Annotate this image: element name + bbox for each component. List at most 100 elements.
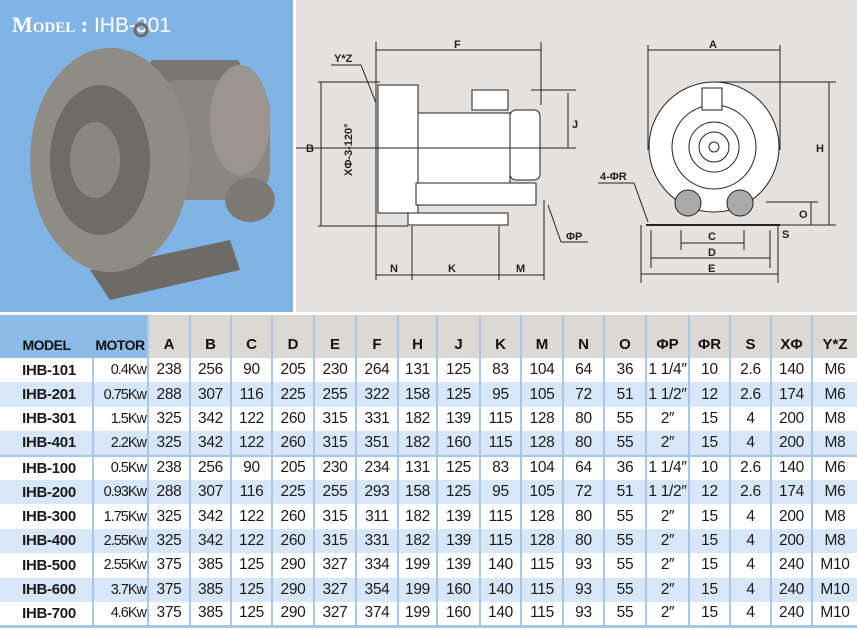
dimension-cell: 342	[189, 504, 231, 529]
dimension-cell: 200	[770, 406, 812, 432]
dimension-cell: M8	[811, 406, 857, 432]
dimension-cell: 122	[230, 504, 272, 529]
dimension-cell: 1 1/4″	[645, 454, 689, 480]
dimension-cell: 230	[313, 454, 356, 480]
dimension-cell: 293	[355, 479, 398, 505]
dimension-cell: 315	[313, 528, 356, 554]
dimension-cell: 334	[355, 553, 398, 578]
dimension-cell: 125	[230, 553, 272, 578]
dimension-cell: 290	[271, 553, 314, 578]
dimension-cell: 375	[147, 553, 190, 578]
dimension-cell: 115	[520, 577, 563, 602]
dimension-cell: 288	[147, 382, 190, 407]
dimension-cell: 374	[355, 601, 398, 628]
dimension-cell: 140	[479, 577, 521, 602]
dimension-cell: 122	[230, 528, 272, 554]
dimension-cell: 51	[603, 479, 646, 505]
dimension-cell: 4	[729, 577, 771, 602]
dimension-cell: 104	[520, 358, 563, 383]
column-header: S	[729, 315, 771, 358]
dimension-cell: M8	[811, 528, 857, 554]
label-H: H	[816, 143, 824, 155]
blower-photo	[30, 22, 275, 300]
dimension-cell: 2″	[645, 577, 689, 602]
dimension-cell: 2.6	[729, 358, 771, 383]
dimension-cell: 15	[688, 601, 730, 628]
dimension-cell: 80	[562, 504, 604, 529]
dimension-cell: 12	[688, 479, 730, 505]
dimension-cell: 182	[397, 431, 437, 456]
dimension-cell: 182	[397, 528, 437, 554]
dimension-cell: 327	[313, 577, 356, 602]
dimension-cell: 342	[189, 431, 231, 456]
column-header: C	[230, 315, 272, 358]
dimension-cell: 375	[147, 601, 190, 628]
dimension-cell: 2.6	[729, 479, 771, 505]
dimension-cell: 122	[230, 431, 272, 456]
column-header: H	[397, 315, 437, 358]
model-cell: IHB-401	[0, 431, 93, 456]
model-cell: IHB-400	[0, 528, 93, 554]
dimension-cell: 1 1/4″	[645, 358, 689, 383]
dimension-cell: 375	[147, 577, 190, 602]
dimension-cell: 331	[355, 528, 398, 554]
dimension-cell: 139	[436, 553, 480, 578]
dimension-cell: 255	[313, 382, 356, 407]
dimension-cell: 95	[479, 479, 521, 505]
dimension-cell: 205	[271, 358, 314, 383]
column-header: K	[479, 315, 521, 358]
label-B: B	[306, 143, 314, 155]
dimension-cell: 315	[313, 504, 356, 529]
dimension-cell: M6	[811, 479, 857, 505]
dimension-cell: 115	[479, 504, 521, 529]
dimension-cell: 158	[397, 479, 437, 505]
label-N: N	[390, 263, 398, 275]
dimension-cell: 116	[230, 479, 272, 505]
dimension-cell: 128	[520, 406, 563, 432]
column-header: A	[147, 315, 190, 358]
dimension-cell: M10	[811, 601, 857, 628]
dimension-cell: 307	[189, 479, 231, 505]
dimension-cell: 55	[603, 577, 646, 602]
column-header: F	[355, 315, 398, 358]
dimension-cell: 115	[479, 431, 521, 456]
dimension-cell: 55	[603, 601, 646, 628]
column-header: E	[313, 315, 356, 358]
dimension-cell: M6	[811, 382, 857, 407]
model-cell: IHB-500	[22, 556, 76, 574]
dimension-cell: M10	[811, 553, 857, 578]
product-photo-panel: Model : IHB-301	[0, 0, 293, 312]
model-cell: IHB-700	[0, 601, 93, 628]
model-cell: IHB-101	[22, 361, 76, 379]
dimension-cell: 90	[230, 358, 272, 383]
model-cell: IHB-200	[0, 479, 93, 505]
dimension-cell: 80	[562, 406, 604, 432]
dimension-cell: 200	[770, 431, 812, 456]
dimension-cell: 15	[688, 504, 730, 529]
dimension-cell: 240	[770, 577, 812, 602]
dimension-cell: 125	[436, 454, 480, 480]
model-cell: IHB-100	[0, 454, 93, 480]
dimension-cell: 2″	[645, 528, 689, 554]
model-title: Model : IHB-301	[12, 12, 171, 37]
dimension-cell: 4	[729, 431, 771, 456]
dimension-cell: 354	[355, 577, 398, 602]
column-header: N	[562, 315, 604, 358]
dimension-cell: 115	[479, 528, 521, 554]
label-YZ: Y*Z	[334, 53, 353, 65]
column-header: MODEL	[0, 315, 93, 358]
label-C: C	[708, 231, 716, 243]
dimension-cell: 125	[436, 382, 480, 407]
dimension-cell: 125	[436, 358, 480, 383]
motor-cell: 0.4Kw	[92, 358, 148, 383]
motor-cell: 4.6Kw	[92, 601, 148, 628]
label-X: XΦ-3-120°	[343, 123, 355, 176]
dimension-cell: 115	[520, 553, 563, 578]
dimension-cell: 342	[189, 406, 231, 432]
dimension-cell: 322	[355, 382, 398, 407]
